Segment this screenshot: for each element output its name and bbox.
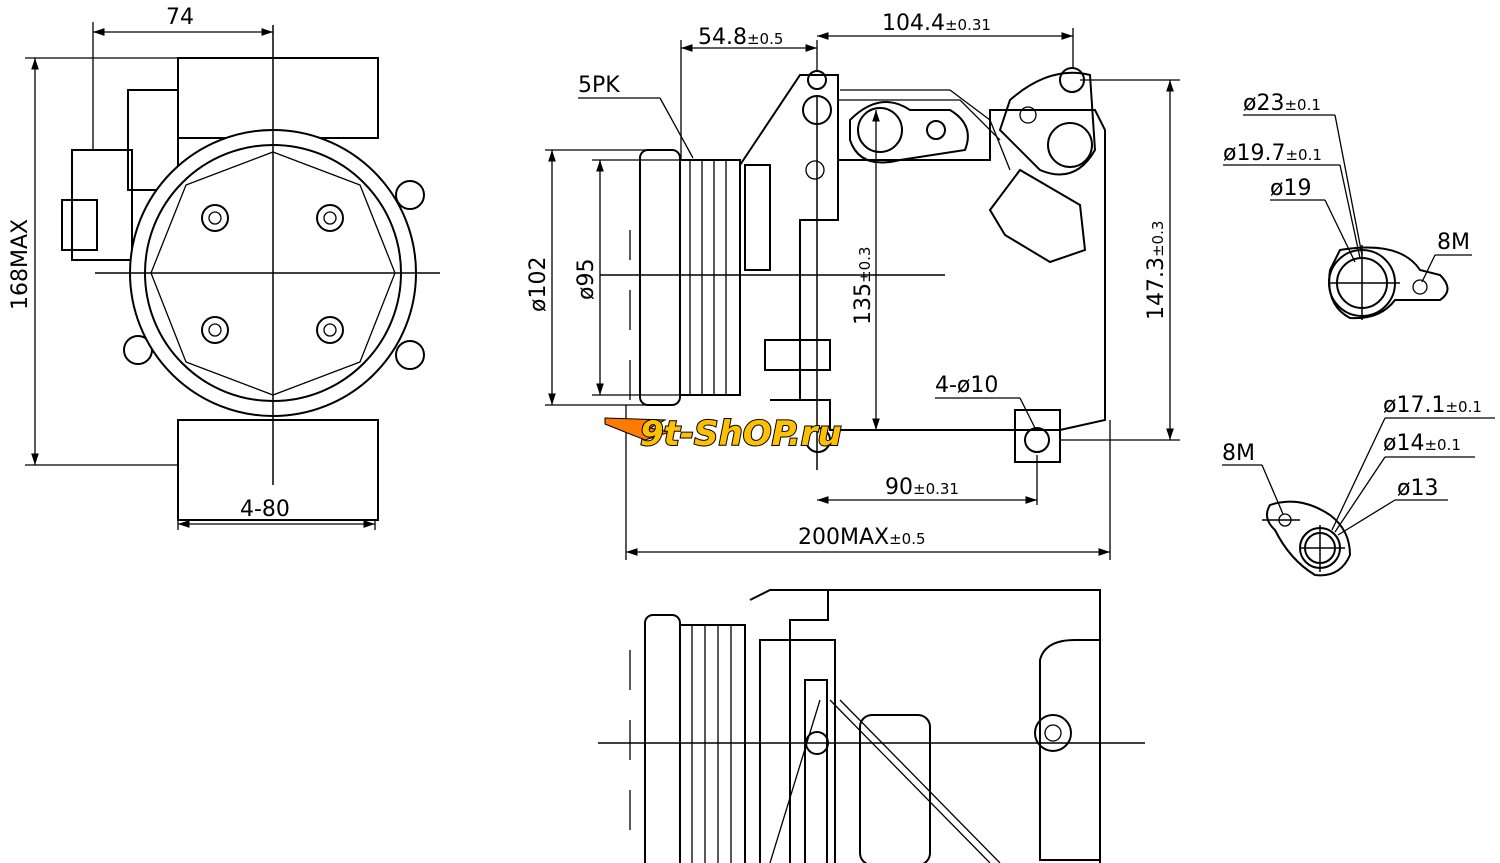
- svg-text:ø23±0.1: ø23±0.1: [1243, 91, 1321, 116]
- label-belt-type: 5PK: [578, 73, 694, 159]
- svg-text:74: 74: [166, 5, 194, 30]
- svg-text:5PK: 5PK: [578, 73, 620, 98]
- svg-text:9t-ShOP.ru: 9t-ShOP.ru: [640, 414, 842, 454]
- svg-text:90±0.31: 90±0.31: [885, 475, 959, 500]
- svg-text:ø19: ø19: [1270, 176, 1311, 201]
- dim-mount-spacing: 90±0.31: [817, 455, 1038, 505]
- svg-text:54.8±0.5: 54.8±0.5: [698, 25, 783, 50]
- svg-text:4-ø10: 4-ø10: [935, 373, 998, 398]
- dim-front-mount: 4-80: [177, 497, 376, 530]
- dim-pulley-outer: ø102: [526, 149, 660, 406]
- dim-front-width: 74: [92, 5, 273, 150]
- watermark-logo: 9t-ShOP.ru: [604, 413, 843, 455]
- svg-text:135±0.3: 135±0.3: [851, 247, 876, 325]
- svg-text:8M: 8M: [1222, 441, 1255, 466]
- side-view: [600, 67, 1106, 470]
- svg-text:4-80: 4-80: [240, 497, 290, 522]
- svg-text:147.3±0.3: 147.3±0.3: [1144, 221, 1169, 320]
- dim-overall-length: 200MAX±0.5: [625, 405, 1111, 560]
- bolt-icons: [201, 204, 344, 344]
- dim-front-height: 168MAX: [8, 57, 178, 466]
- svg-text:ø17.1±0.1: ø17.1±0.1: [1383, 393, 1482, 418]
- discharge-port-detail: ø17.1±0.1 ø14±0.1 ø13 8M: [1222, 393, 1495, 577]
- front-view: [61, 25, 440, 521]
- svg-text:ø102: ø102: [526, 257, 551, 312]
- dim-port-spacing: 104.4±0.31: [817, 11, 1074, 68]
- svg-text:104.4±0.31: 104.4±0.31: [882, 11, 991, 36]
- dim-overall-height: 147.3±0.3: [1060, 79, 1180, 441]
- dim-pulley-inner: ø95: [574, 159, 690, 396]
- svg-text:ø13: ø13: [1397, 476, 1438, 501]
- label-mount-holes: 4-ø10: [935, 373, 1036, 429]
- svg-text:ø14±0.1: ø14±0.1: [1383, 431, 1461, 456]
- svg-text:168MAX: 168MAX: [8, 219, 33, 310]
- svg-text:8M: 8M: [1437, 230, 1470, 255]
- svg-text:ø95: ø95: [574, 259, 599, 300]
- svg-text:ø19.7±0.1: ø19.7±0.1: [1223, 141, 1322, 166]
- dim-mount-height: 135±0.3: [851, 110, 880, 430]
- dim-pulley-offset: 54.8±0.5: [680, 25, 818, 160]
- top-view: [598, 589, 1145, 863]
- suction-port-detail: ø23±0.1 ø19.7±0.1 ø19 8M: [1223, 91, 1472, 320]
- svg-text:200MAX±0.5: 200MAX±0.5: [798, 525, 926, 550]
